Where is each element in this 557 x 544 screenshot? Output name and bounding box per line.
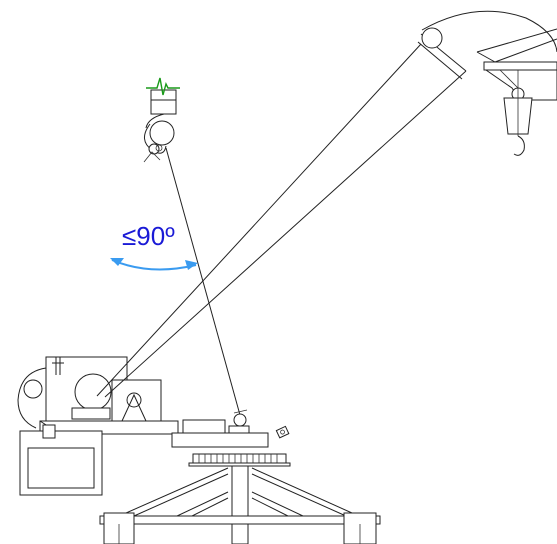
crane-cab (17, 356, 290, 496)
boom (96, 10, 557, 398)
tower-base (99, 453, 381, 544)
load-marker-icon (146, 77, 180, 96)
angle-arc (111, 259, 197, 271)
angle-arrow-right-icon (185, 260, 198, 270)
load-hook-assembly (143, 89, 248, 427)
hook-block-top (483, 61, 557, 156)
angle-arrow-left-icon (110, 258, 124, 266)
angle-label: ≤90º (122, 221, 175, 251)
